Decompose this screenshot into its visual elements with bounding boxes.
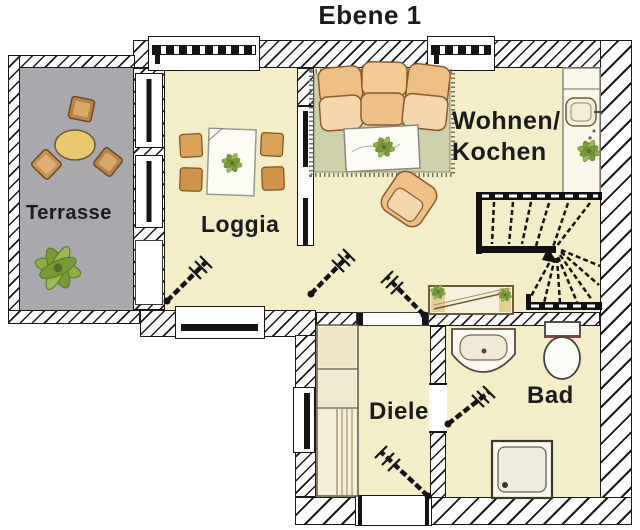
washbasin bbox=[451, 328, 516, 373]
door-opening-diele-top bbox=[356, 312, 429, 326]
winder-staircase bbox=[476, 192, 602, 310]
door-diele-bad bbox=[444, 385, 496, 428]
glazing-bar bbox=[181, 324, 258, 331]
door-jamb bbox=[357, 313, 363, 325]
glazing-bar bbox=[303, 198, 308, 245]
wall-right bbox=[600, 40, 632, 525]
glazing-bar bbox=[146, 161, 152, 222]
door-jamb bbox=[358, 496, 362, 525]
toilet bbox=[543, 321, 581, 380]
window-top-loggia bbox=[148, 36, 260, 71]
window-lower-left bbox=[293, 387, 315, 453]
armchair bbox=[380, 170, 438, 228]
terrasse-furniture bbox=[30, 95, 123, 294]
roller-shutter-bar bbox=[152, 45, 256, 55]
entrance-door bbox=[355, 495, 432, 526]
door-entrance-swing bbox=[374, 445, 432, 500]
door-wohnen-diele bbox=[380, 270, 428, 319]
window-terrasse-loggia-2 bbox=[135, 155, 163, 228]
wall-bottom-terrasse bbox=[8, 310, 140, 324]
wardrobe bbox=[316, 324, 359, 497]
plant bbox=[32, 242, 84, 294]
door-jamb bbox=[425, 496, 429, 525]
room-label-bad: Bad bbox=[527, 382, 574, 409]
door-terrasse-loggia bbox=[163, 255, 213, 305]
room-label-wohnen-kochen: Wohnen/ Kochen bbox=[452, 106, 561, 168]
room-label-wohnen-line2: Kochen bbox=[452, 138, 547, 166]
room-label-wohnen-line1: Wohnen/ bbox=[452, 107, 561, 135]
glazing-bar bbox=[146, 79, 152, 142]
door-opening-terrasse bbox=[135, 240, 163, 305]
glazing-bar bbox=[303, 111, 308, 167]
page-title: Ebene 1 bbox=[318, 0, 422, 30]
kitchen-counter bbox=[562, 67, 602, 197]
glazing-bar bbox=[304, 393, 310, 449]
door-loggia-wohnen bbox=[307, 248, 356, 298]
sofa bbox=[317, 61, 452, 132]
window-bottom-loggia bbox=[175, 306, 265, 339]
wall-bottom bbox=[295, 497, 632, 525]
sideboard bbox=[428, 283, 514, 315]
window-top-wohnen bbox=[427, 36, 495, 71]
window-notch bbox=[434, 55, 439, 64]
window-loggia-wohnen bbox=[297, 106, 314, 246]
roller-shutter-bar bbox=[431, 45, 491, 55]
loggia-furniture bbox=[178, 127, 285, 197]
room-label-diele: Diele bbox=[369, 398, 429, 425]
door-jamb bbox=[422, 313, 428, 325]
window-terrasse-loggia-1 bbox=[135, 73, 163, 148]
window-notch bbox=[155, 55, 160, 64]
round-table bbox=[54, 129, 96, 161]
room-label-loggia: Loggia bbox=[201, 211, 280, 237]
room-label-terrasse: Terrasse bbox=[26, 202, 112, 224]
door-opening-bad bbox=[429, 383, 447, 433]
shower bbox=[490, 439, 554, 500]
